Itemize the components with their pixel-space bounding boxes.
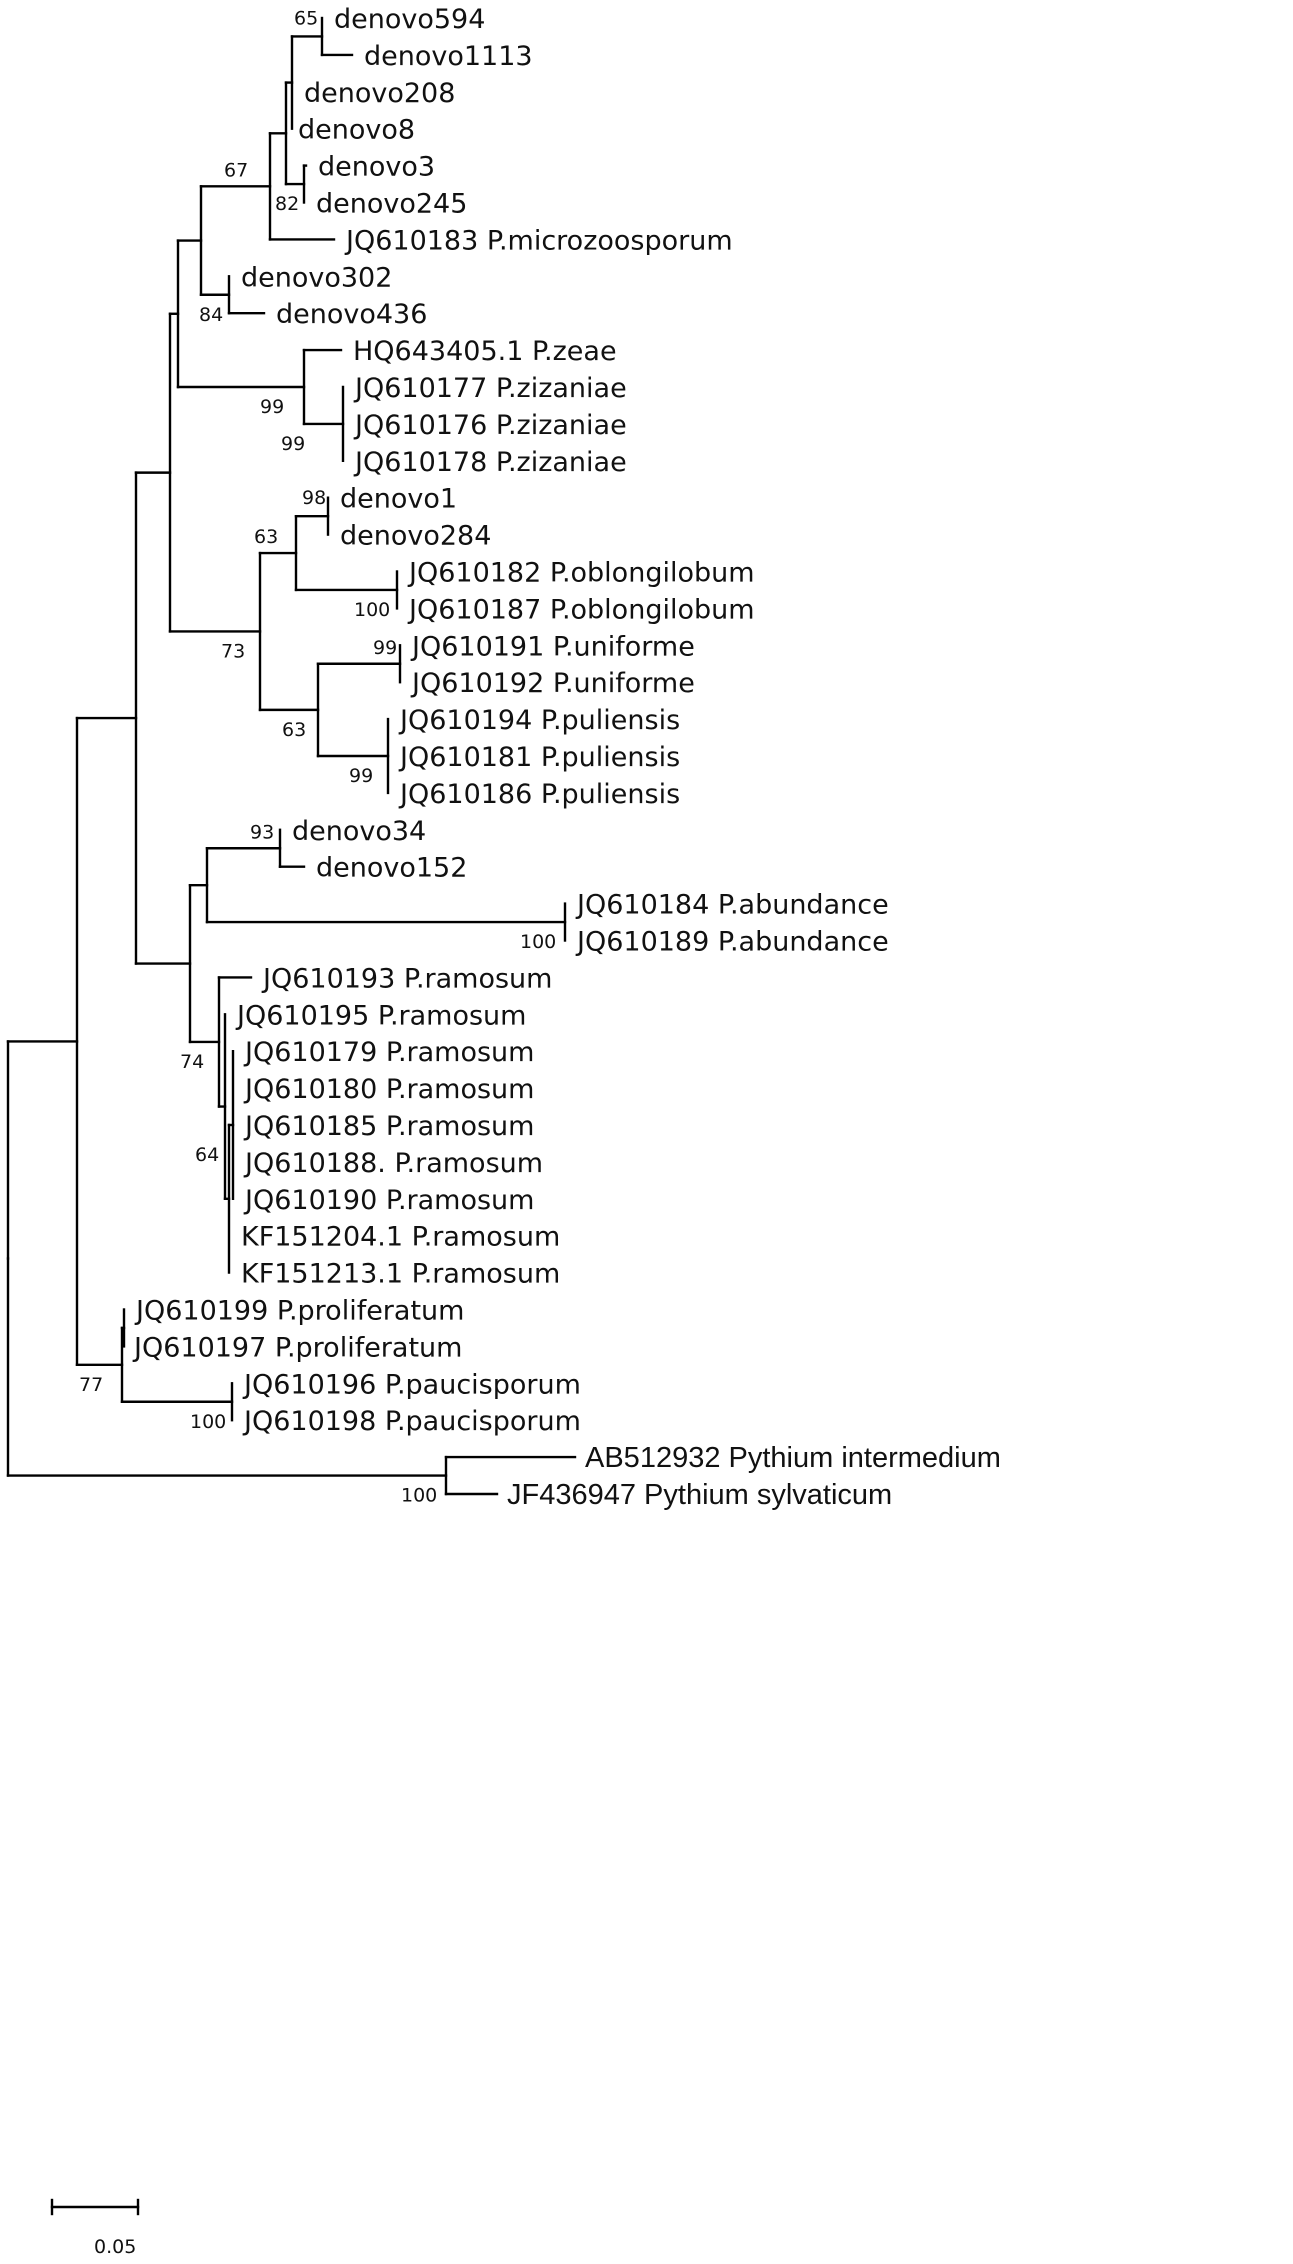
leaf-label: JQ610191 P.uniforme <box>410 631 695 662</box>
leaf-label: JQ610187 P.oblongilobum <box>407 594 755 625</box>
leaf-label: AB512932 Pythium intermedium <box>585 1442 1001 1474</box>
leaf-label: JQ610193 P.ramosum <box>261 963 552 994</box>
leaf-label: JQ610185 P.ramosum <box>243 1111 534 1142</box>
leaf-label: KF151213.1 P.ramosum <box>241 1259 560 1290</box>
leaf-label: JF436947 Pythium sylvaticum <box>507 1479 892 1511</box>
bootstrap-value: 64 <box>195 1144 219 1166</box>
scale-bar: 0.05 <box>50 2198 140 2258</box>
leaf-label: JQ610189 P.abundance <box>575 927 889 958</box>
leaf-label: JQ610195 P.ramosum <box>235 1000 526 1031</box>
leaf-label: denovo245 <box>316 189 467 220</box>
bootstrap-value: 100 <box>401 1485 437 1507</box>
leaf-label: JQ610198 P.paucisporum <box>242 1406 581 1437</box>
scale-bar-label: 0.05 <box>94 2236 136 2258</box>
leaf-label: JQ610197 P.proliferatum <box>132 1332 462 1363</box>
bootstrap-value: 84 <box>199 304 223 326</box>
bootstrap-value: 74 <box>180 1051 204 1073</box>
leaf-labels: denovo594 denovo1113 denovo208 denovo8 denov… <box>132 4 1001 1511</box>
bootstrap-value: 82 <box>275 193 299 215</box>
leaf-label: JQ610196 P.paucisporum <box>242 1369 581 1400</box>
leaf-label: JQ610186 P.puliensis <box>398 779 680 810</box>
leaf-label: JQ610176 P.zizaniae <box>353 410 627 441</box>
leaf-label: JQ610178 P.zizaniae <box>353 447 627 478</box>
leaf-label: JQ610177 P.zizaniae <box>353 373 627 404</box>
bootstrap-value: 67 <box>224 159 248 181</box>
leaf-label: JQ610194 P.puliensis <box>398 705 680 736</box>
leaf-label: JQ610192 P.uniforme <box>410 668 695 699</box>
leaf-label: denovo208 <box>304 78 455 109</box>
leaf-label: JQ610180 P.ramosum <box>243 1074 534 1105</box>
leaf-label: denovo152 <box>316 853 467 884</box>
leaf-label: denovo436 <box>276 299 427 330</box>
bootstrap-value: 63 <box>254 526 278 548</box>
leaf-label: denovo302 <box>241 262 392 293</box>
bootstrap-value: 100 <box>190 1411 226 1433</box>
bootstrap-values: 65 82 67 84 99 99 98 63 100 99 99 63 73 93 100 64 74 100 7… <box>79 7 556 1506</box>
bootstrap-value: 100 <box>354 599 390 621</box>
leaf-label: denovo8 <box>298 115 415 146</box>
leaf-label: JQ610184 P.abundance <box>575 890 889 921</box>
leaf-label: JQ610190 P.ramosum <box>243 1185 534 1216</box>
leaf-label: denovo1 <box>340 484 457 515</box>
leaf-label: HQ643405.1 P.zeae <box>353 336 617 367</box>
leaf-label: denovo34 <box>292 816 426 847</box>
bootstrap-value: 99 <box>260 396 284 418</box>
leaf-label: JQ610182 P.oblongilobum <box>407 558 755 589</box>
bootstrap-value: 93 <box>250 821 274 843</box>
leaf-label: JQ610179 P.ramosum <box>243 1037 534 1068</box>
bootstrap-value: 98 <box>302 487 326 509</box>
leaf-label: denovo3 <box>318 152 435 183</box>
leaf-label: denovo1113 <box>364 41 533 72</box>
bootstrap-value: 99 <box>281 433 305 455</box>
bootstrap-value: 77 <box>79 1374 103 1396</box>
bootstrap-value: 65 <box>294 7 318 29</box>
bootstrap-value: 100 <box>520 931 556 953</box>
bootstrap-value: 73 <box>221 640 245 662</box>
leaf-label: JQ610183 P.microzoosporum <box>344 225 733 256</box>
bootstrap-value: 63 <box>282 719 306 741</box>
leaf-label: JQ610199 P.proliferatum <box>134 1296 464 1327</box>
bootstrap-value: 99 <box>349 765 373 787</box>
tree-branches <box>6 16 577 1496</box>
leaf-label: KF151204.1 P.ramosum <box>241 1222 560 1253</box>
leaf-label: denovo284 <box>340 521 491 552</box>
leaf-label: JQ610188. P.ramosum <box>243 1148 543 1179</box>
bootstrap-value: 99 <box>373 637 397 659</box>
leaf-label: denovo594 <box>334 4 485 35</box>
leaf-label: JQ610181 P.puliensis <box>398 742 680 773</box>
